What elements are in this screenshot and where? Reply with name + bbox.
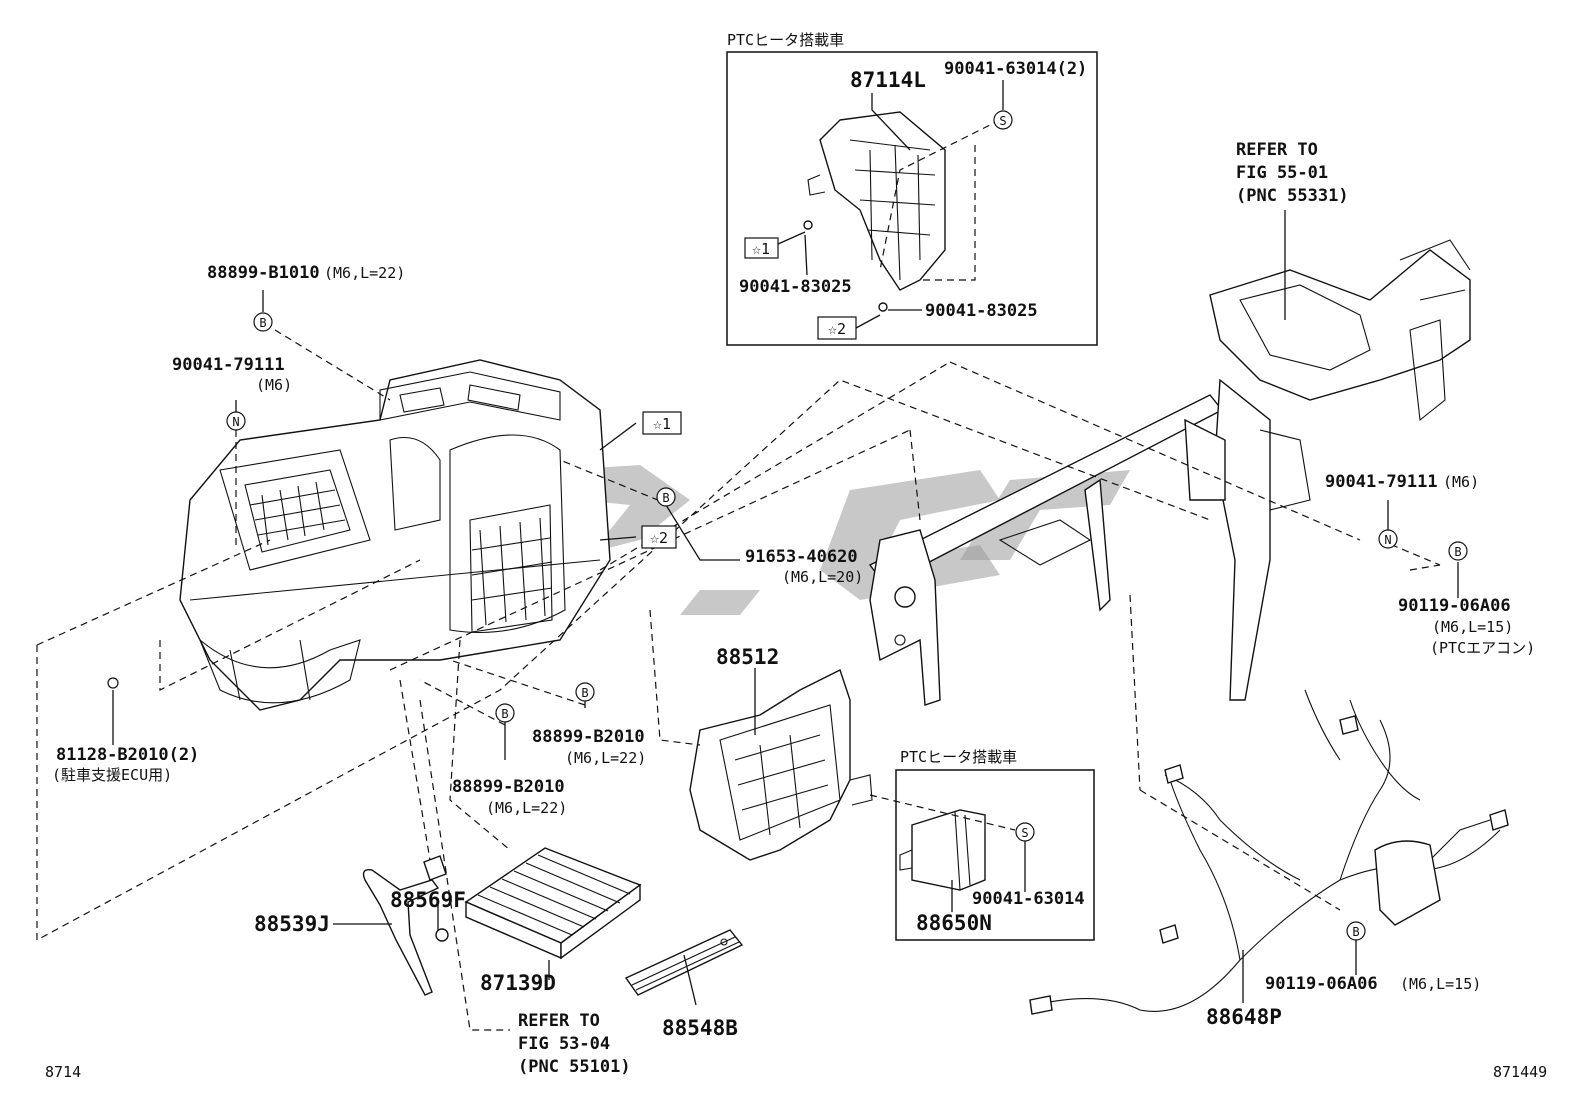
svg-text:S: S — [1021, 826, 1028, 840]
label-88650N: 88650N — [916, 911, 992, 935]
svg-text:B: B — [259, 316, 266, 330]
label-88899-B1010: 88899-B1010 — [207, 263, 320, 283]
label-88512: 88512 — [716, 645, 779, 669]
circle-b-marker-icon: B — [575, 682, 595, 702]
ecu-88512-drawing — [689, 669, 873, 861]
hvac-unit-drawing — [179, 359, 611, 711]
filter-87139D-drawing — [464, 847, 642, 960]
ptc-heater-label-bottom: PTCヒータ搭載車 — [900, 748, 1017, 766]
ptc-heater-label-top: PTCヒータ搭載車 — [727, 31, 844, 49]
label-88899-B2010-a: 88899-B2010 — [532, 727, 645, 747]
label-88548B: 88548B — [662, 1016, 738, 1040]
footer-left-code: 8714 — [45, 1063, 81, 1081]
part-88548B-drawing — [624, 929, 744, 996]
svg-text:B: B — [501, 707, 508, 721]
circle-n-marker-icon: N — [1378, 529, 1398, 549]
harness-88648P-drawing — [1029, 689, 1509, 1015]
leader-lines — [36, 80, 1459, 1031]
circle-b-marker-icon: B — [656, 487, 676, 507]
bracket-87114L-drawing — [803, 111, 946, 312]
label-88569F: 88569F — [390, 888, 466, 912]
part-labels: 87114L 90041-63014(2) 90041-83025 90041-… — [45, 59, 1547, 1081]
refer-fig55-line2: FIG 55-01 — [1236, 163, 1328, 183]
label-88899-B2010-b-spec: (M6,L=22) — [486, 799, 567, 817]
label-88899-B2010-b: 88899-B2010 — [452, 777, 565, 797]
svg-text:N: N — [232, 415, 239, 429]
label-90041-63014-2: 90041-63014(2) — [944, 59, 1087, 79]
circle-b-marker-icon: B — [1346, 921, 1366, 941]
svg-text:B: B — [662, 491, 669, 505]
svg-text:B: B — [581, 686, 588, 700]
markers: S B N B N B B B — [107, 110, 1468, 941]
part-88539J-drawing — [362, 855, 449, 996]
label-90041-79111-right-spec: (M6) — [1443, 473, 1479, 491]
refer-fig53-line1: REFER TO — [518, 1011, 600, 1031]
label-87139D: 87139D — [480, 971, 556, 995]
label-81128-B2010: 81128-B2010(2) — [56, 745, 199, 765]
refer-fig53-line2: FIG 53-04 — [518, 1034, 610, 1054]
star-box-icon: ☆2 — [817, 316, 857, 340]
label-91653-40620: 91653-40620 — [745, 547, 858, 567]
footer-right-code: 871449 — [1493, 1063, 1547, 1081]
label-90119-06A06-a-note: (PTCエアコン) — [1430, 639, 1535, 657]
svg-text:☆2: ☆2 — [828, 320, 846, 338]
label-90041-79111-left: 90041-79111 — [172, 355, 285, 375]
label-88899-B1010-spec: (M6,L=22) — [324, 264, 405, 282]
label-90119-06A06-b-spec: (M6,L=15) — [1400, 975, 1481, 993]
circle-b-marker-icon: B — [495, 703, 515, 723]
refer-fig55-line3: (PNC 55331) — [1236, 186, 1349, 206]
refer-fig55-line1: REFER TO — [1236, 140, 1318, 160]
label-90041-83025-a: 90041-83025 — [739, 277, 852, 297]
label-88648P: 88648P — [1206, 1005, 1282, 1029]
svg-text:N: N — [1384, 533, 1391, 547]
label-87114L: 87114L — [850, 68, 926, 92]
label-91653-40620-spec: (M6,L=20) — [782, 568, 863, 586]
svg-text:☆2: ☆2 — [650, 529, 668, 547]
svg-text:B: B — [1352, 925, 1359, 939]
label-90041-79111-right: 90041-79111 — [1325, 472, 1438, 492]
star-box-icon: ☆2 — [641, 525, 677, 549]
label-90041-63014: 90041-63014 — [972, 889, 1085, 909]
circle-s-marker-icon: S — [993, 110, 1013, 130]
ptc-heater-box-top — [726, 51, 1098, 346]
star-box-icon: ☆1 — [642, 411, 682, 435]
svg-text:S: S — [999, 114, 1006, 128]
svg-text:☆1: ☆1 — [653, 415, 671, 433]
circle-n-marker-icon: N — [226, 411, 246, 431]
circle-b-marker-icon: B — [253, 312, 273, 332]
ptc-heater-box-bottom — [895, 769, 1095, 941]
label-88899-B2010-a-spec: (M6,L=22) — [565, 749, 646, 767]
label-88539J: 88539J — [254, 912, 330, 936]
ip-reinforcement-drawing — [868, 239, 1471, 706]
part-88650N-drawing — [899, 809, 986, 891]
label-90119-06A06-b: 90119-06A06 — [1265, 974, 1378, 994]
label-90119-06A06-a-spec: (M6,L=15) — [1432, 618, 1513, 636]
label-90041-79111-left-spec: (M6) — [256, 376, 292, 394]
label-90119-06A06-a: 90119-06A06 — [1398, 596, 1511, 616]
label-90041-83025-b: 90041-83025 — [925, 301, 1038, 321]
svg-text:☆1: ☆1 — [752, 240, 770, 258]
circle-s-marker-icon: S — [1015, 822, 1035, 842]
svg-text:B: B — [1454, 545, 1461, 559]
label-81128-B2010-note: (駐車支援ECU用) — [52, 766, 172, 784]
refer-fig53-line3: (PNC 55101) — [518, 1057, 631, 1077]
circle-b-marker-icon: B — [1448, 541, 1468, 561]
star-box-icon: ☆1 — [744, 237, 779, 259]
